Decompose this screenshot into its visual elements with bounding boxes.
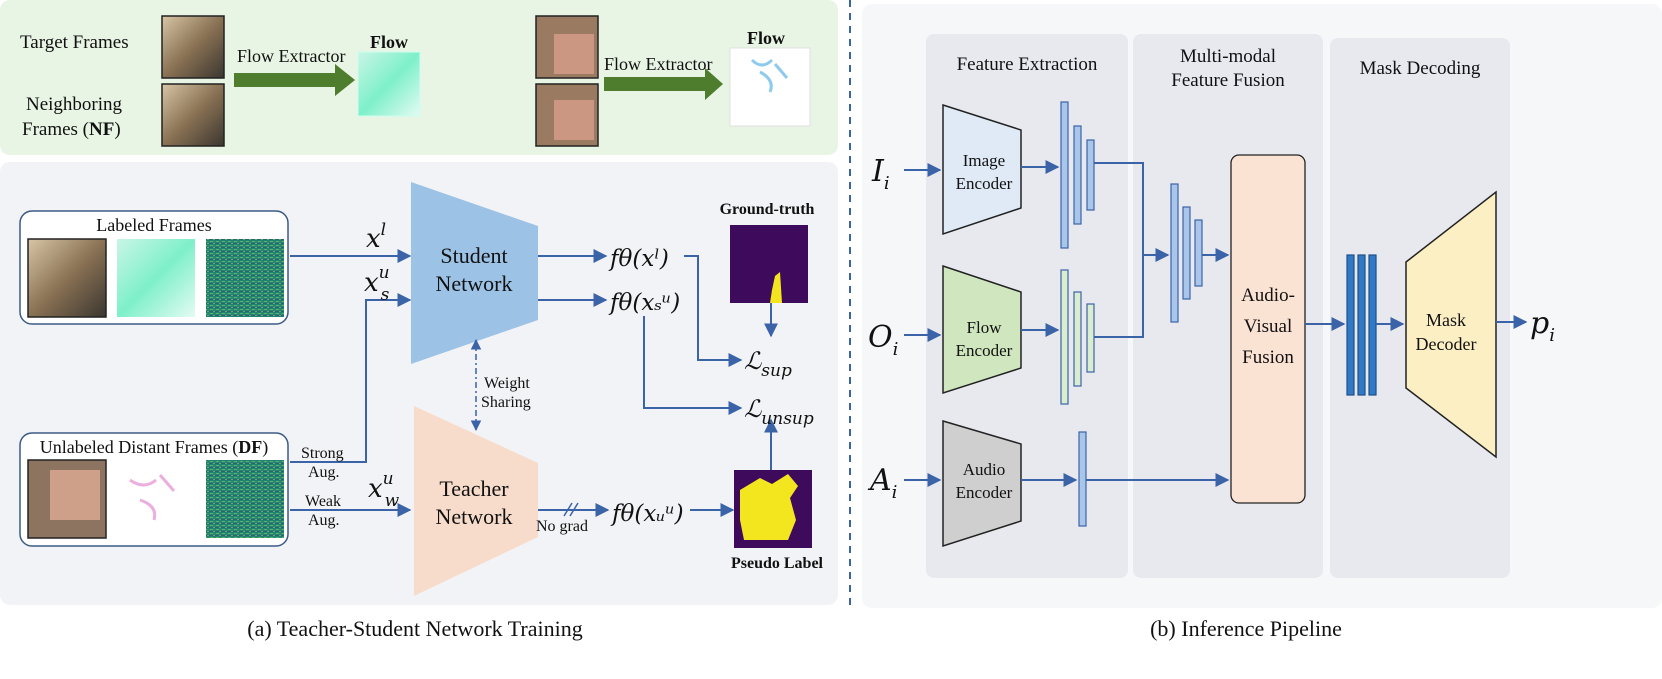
flow-encoder — [942, 264, 1022, 395]
fusion-label-line2: Visual — [1244, 316, 1292, 337]
labeled-audio-spectrogram — [206, 239, 284, 317]
image-feature-bar-2 — [1073, 125, 1082, 225]
training-panel: Labeled Frames Unlabeled Distant Frames … — [0, 162, 838, 605]
f-theta-xl: fθ(xˡ) — [608, 246, 669, 272]
labeled-rgb-thumbnail — [27, 238, 107, 318]
no-grad-label: No grad — [536, 518, 588, 535]
output-p: pi — [1530, 306, 1555, 346]
inference-panel: Feature Extraction Multi-modal Feature F… — [862, 4, 1662, 608]
strong-aug-label-line1: Strong — [301, 445, 344, 462]
flow-title-2: Flow — [747, 28, 785, 48]
training-caption: (a) Teacher-Student Network Training — [247, 616, 582, 641]
input-I: Ii — [871, 154, 890, 194]
flow-encoder-label-line1: Flow — [967, 318, 1003, 337]
target-frame-thumbnail — [161, 15, 225, 79]
mask-decoder — [1405, 190, 1497, 459]
flow-extractor-arrow-2 — [604, 68, 723, 100]
student-network-label-line1: Student — [440, 243, 507, 268]
audio-feature-bar — [1078, 431, 1087, 527]
weak-aug-label-line1: Weak — [305, 493, 341, 510]
sup-loss-arrow — [684, 255, 743, 367]
labeled-flow-thumbnail — [117, 239, 195, 317]
stage2-title-line1: Multi-modal — [1180, 46, 1276, 67]
neighboring-label-line1: Neighboring — [26, 94, 123, 115]
teacher-network-label-line2: Network — [436, 504, 513, 529]
flow-map-thumbnail — [357, 51, 421, 117]
flow-title: Flow — [370, 32, 408, 52]
fusion-label-line1: Audio- — [1241, 285, 1295, 306]
neighboring-frame-thumbnail — [161, 83, 225, 147]
f-theta-xsu: fθ(xₛᵘ) — [608, 290, 680, 316]
flow-feature-bar-1 — [1060, 269, 1069, 405]
image-encoder-label-line2: Encoder — [956, 174, 1013, 193]
unlabeled-frames-label: Unlabeled Distant Frames (DF) — [40, 437, 268, 458]
weight-sharing-label-line2: Sharing — [481, 394, 531, 411]
inference-caption: (b) Inference Pipeline — [1150, 616, 1342, 641]
flow-feature-bar-3 — [1086, 303, 1095, 373]
image-feature-bar-1 — [1060, 101, 1069, 249]
audio-encoder — [942, 419, 1022, 548]
ground-truth-mask — [730, 225, 808, 303]
flow-extractor-arrow — [234, 64, 355, 96]
image-feature-bar-3 — [1086, 139, 1095, 211]
f-theta-xwu: fθ(xᵤᵘ) — [610, 501, 684, 527]
strong-aug-to-student-arrow — [290, 293, 412, 463]
unlabeled-audio-spectrogram — [206, 460, 284, 538]
labeled-frames-label: Labeled Frames — [96, 215, 211, 235]
audio-encoder-label-line2: Encoder — [956, 483, 1013, 502]
flow-extractor-label: Flow Extractor — [237, 46, 345, 66]
weight-sharing-label-line1: Weight — [484, 375, 530, 392]
neighboring-label-line2: Frames (NF) — [22, 119, 121, 140]
input-O: Oi — [868, 320, 898, 360]
x-l-symbol: xl — [366, 220, 386, 254]
loss-sup: ℒsup — [744, 347, 792, 381]
student-network-label-line2: Network — [436, 271, 513, 296]
fused-feature-bar-1 — [1170, 183, 1179, 323]
strong-aug-label-line2: Aug. — [308, 464, 340, 481]
flow-encoder-label-line2: Encoder — [956, 341, 1013, 360]
weak-aug-label-line2: Aug. — [308, 512, 340, 529]
decoder-feature-bar-2 — [1357, 254, 1366, 396]
ground-truth-label: Ground-truth — [720, 201, 815, 218]
image-encoder-label-line1: Image — [963, 151, 1005, 170]
decoder-feature-bar-3 — [1368, 254, 1377, 396]
unlabeled-flow-thumbnail — [117, 460, 195, 538]
stage1-title: Feature Extraction — [957, 54, 1098, 75]
audio-visual-fusion-block — [1230, 154, 1306, 504]
unsup-loss-arrow — [643, 316, 743, 415]
flow-feature-bar-2 — [1073, 291, 1082, 387]
decoder-feature-bar-1 — [1346, 254, 1355, 396]
stage3-title: Mask Decoding — [1360, 58, 1481, 79]
teacher-network — [414, 406, 538, 596]
input-A: Ai — [867, 463, 897, 503]
stage2-title-line2: Feature Fusion — [1171, 70, 1285, 91]
flow-extractor-label-2: Flow Extractor — [604, 54, 712, 74]
fused-feature-bar-2 — [1182, 206, 1191, 300]
flow-extraction-panel: Target Frames Neighboring Frames (NF) Fl… — [0, 0, 838, 155]
fused-feature-bar-3 — [1194, 219, 1203, 287]
target-frames-label: Target Frames — [20, 32, 129, 53]
fusion-label-line3: Fusion — [1242, 347, 1294, 368]
image-encoder — [942, 103, 1022, 236]
loss-unsup: ℒunsup — [744, 395, 814, 429]
teacher-network-label-line1: Teacher — [439, 476, 509, 501]
mask-decoder-label-line1: Mask — [1426, 310, 1466, 330]
audio-encoder-label-line1: Audio — [963, 460, 1006, 479]
pseudo-label-label: Pseudo Label — [731, 555, 824, 572]
mask-decoder-label-line2: Decoder — [1416, 334, 1477, 354]
student-network — [411, 182, 538, 364]
